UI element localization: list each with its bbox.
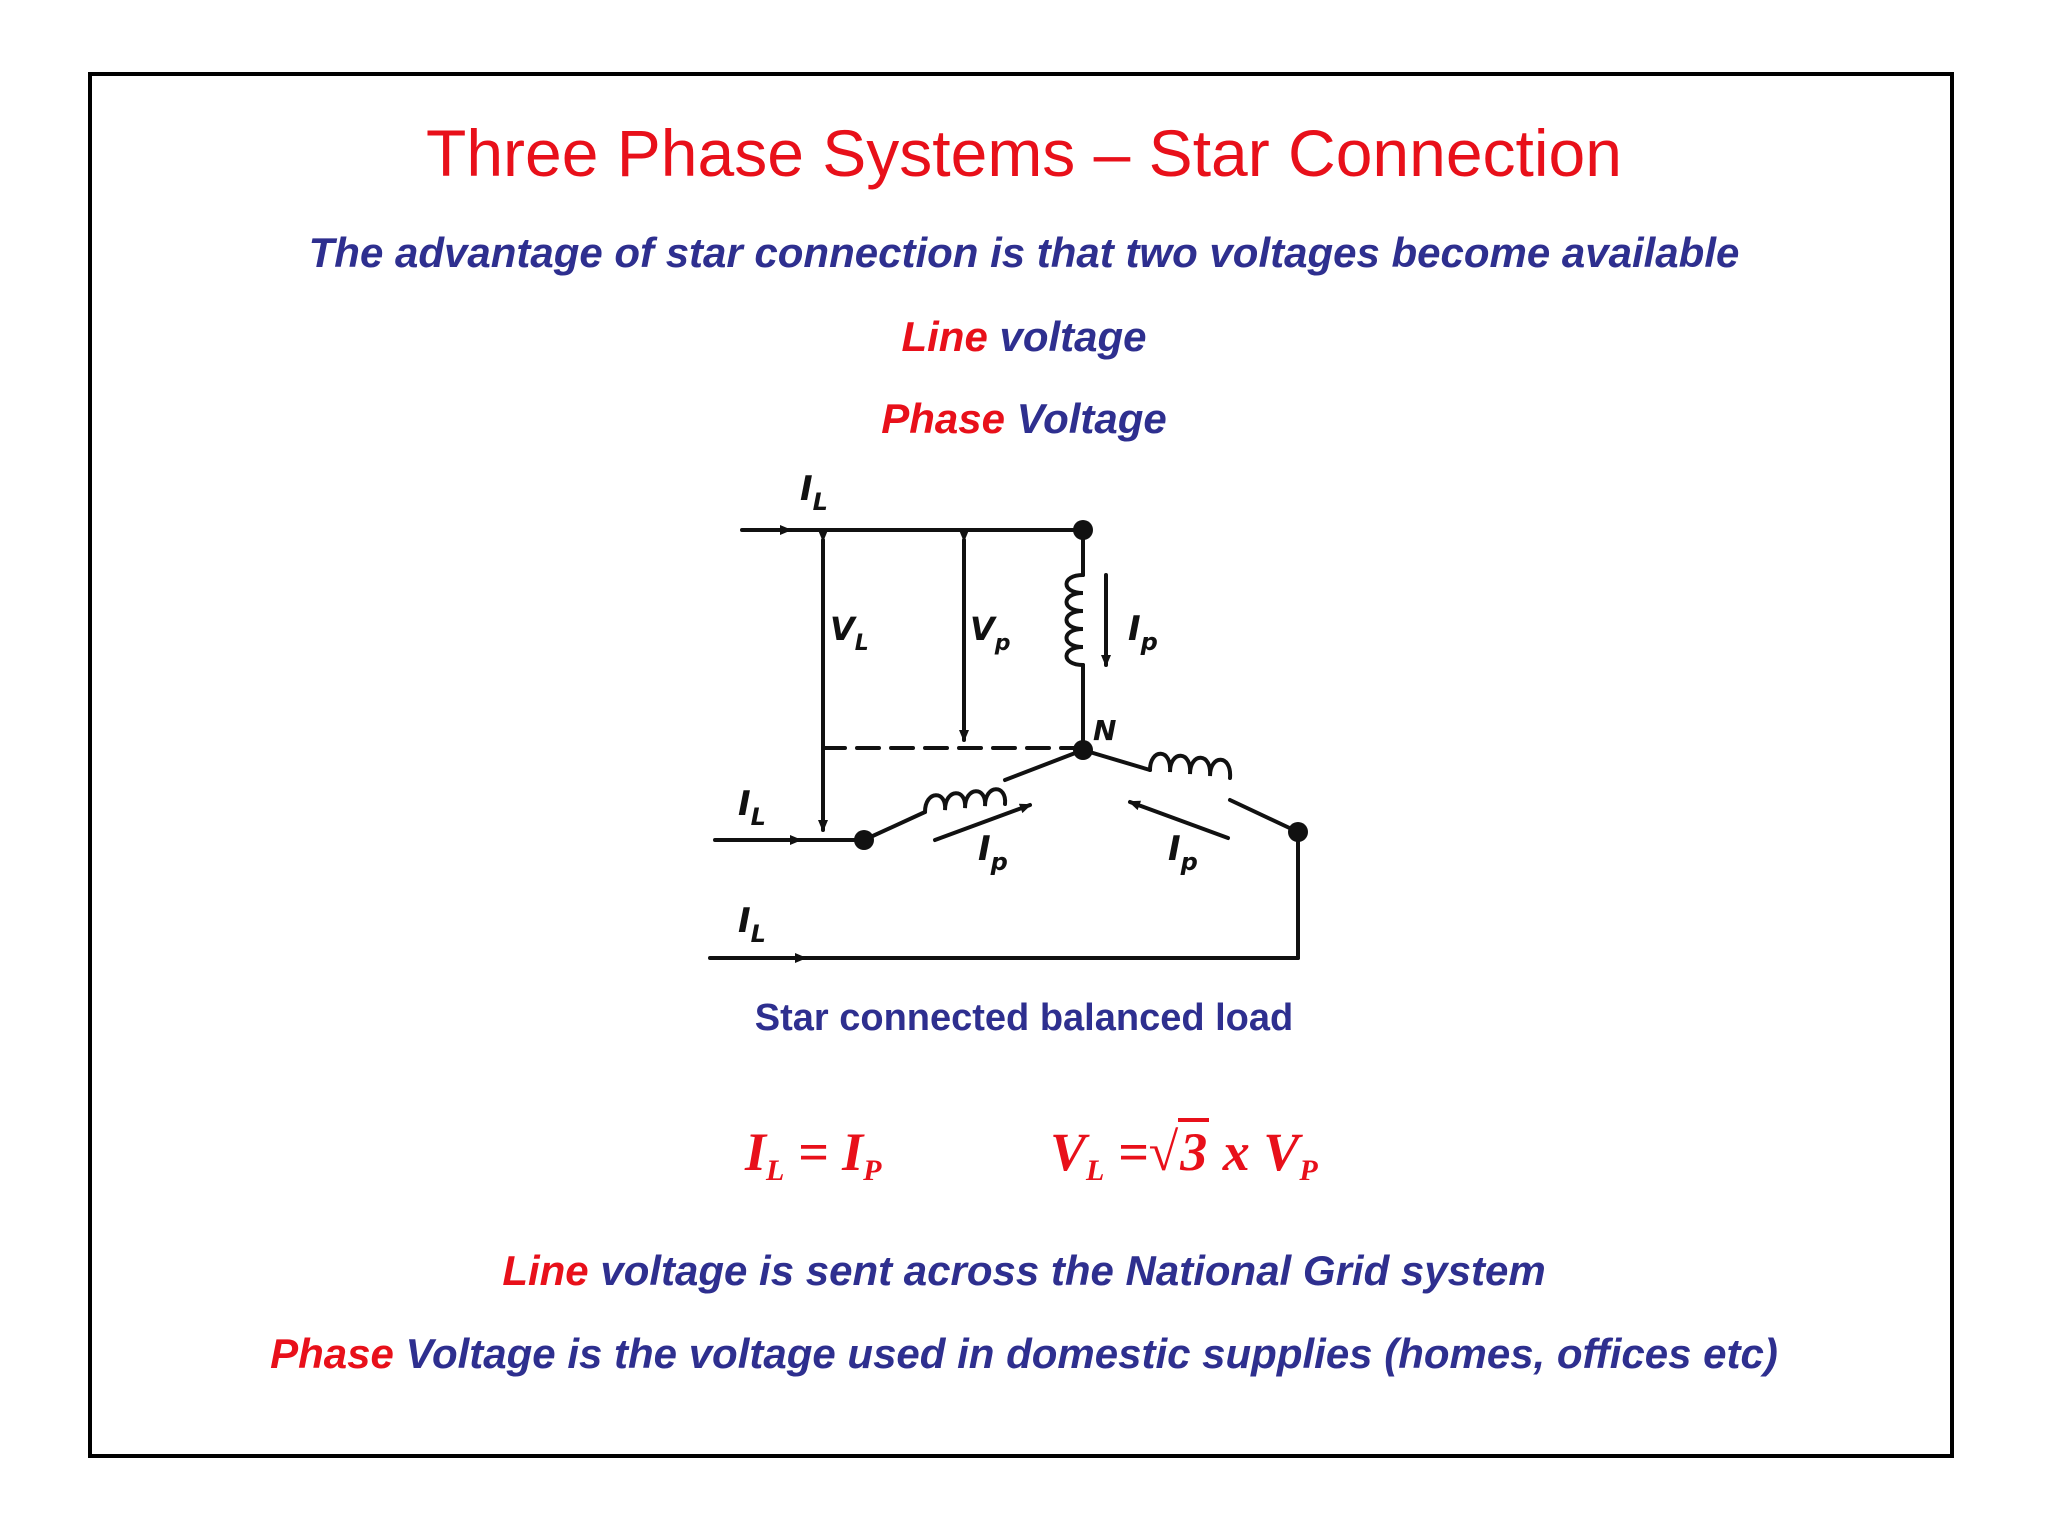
phase-winding-right-tail [1228, 798, 1300, 834]
formula-voltage: VL =√3 x VP [1050, 1118, 1318, 1186]
line-voltage-rest: voltage [987, 313, 1147, 360]
node-neutral [1073, 740, 1093, 760]
label-vl: VL [830, 610, 869, 656]
node-left [854, 830, 874, 850]
phase-winding-left-coil [923, 787, 1008, 814]
ip-arrow-right [1128, 800, 1230, 840]
phase-winding-top-coil [1064, 573, 1085, 667]
footer-line-word: Line [502, 1247, 589, 1294]
phase-winding-right-lead [1081, 748, 1152, 772]
label-neutral: N [1093, 714, 1116, 747]
subtitle: The advantage of star connection is that… [308, 229, 1740, 276]
formula-current: IL = IP [745, 1122, 882, 1187]
phase-voltage-heading: Phase Voltage [0, 398, 2048, 440]
phase-voltage-word: Phase [881, 395, 1005, 442]
phase-voltage-rest: Voltage [1004, 395, 1167, 442]
label-ip-right: Ip [1168, 829, 1198, 876]
ip-arrow-left [933, 803, 1032, 842]
slide-frame [88, 72, 1954, 1458]
label-ip-top: Ip [1128, 609, 1158, 656]
phase-winding-left-lead [862, 810, 927, 842]
node-top [1073, 520, 1093, 540]
line-voltage-heading: Line voltage [0, 316, 2048, 358]
label-il-middle: IL [738, 784, 766, 831]
diagram-caption: Star connected balanced load [754, 997, 1294, 1039]
footer-line-voltage: Line voltage is sent across the National… [0, 1250, 2048, 1292]
phase-winding-left-tail [1003, 748, 1085, 782]
footer-phase-voltage: Phase Voltage is the voltage used in dom… [0, 1333, 2048, 1375]
footer-phase-rest: Voltage is the voltage used in domestic … [393, 1330, 1778, 1377]
footer-line-rest: voltage is sent across the National Grid… [588, 1247, 1546, 1294]
slide-title: Three Phase Systems – Star Connection [426, 116, 1622, 190]
sqrt-symbol: √ [1148, 1122, 1179, 1182]
label-il-top: IL [800, 469, 828, 516]
line-voltage-word: Line [901, 313, 988, 360]
node-right [1288, 822, 1308, 842]
footer-phase-word: Phase [270, 1330, 394, 1377]
phase-winding-right-coil [1148, 751, 1233, 780]
label-ip-left: Ip [978, 829, 1008, 876]
label-il-bottom: IL [738, 901, 766, 948]
label-vp: Vp [970, 610, 1011, 656]
